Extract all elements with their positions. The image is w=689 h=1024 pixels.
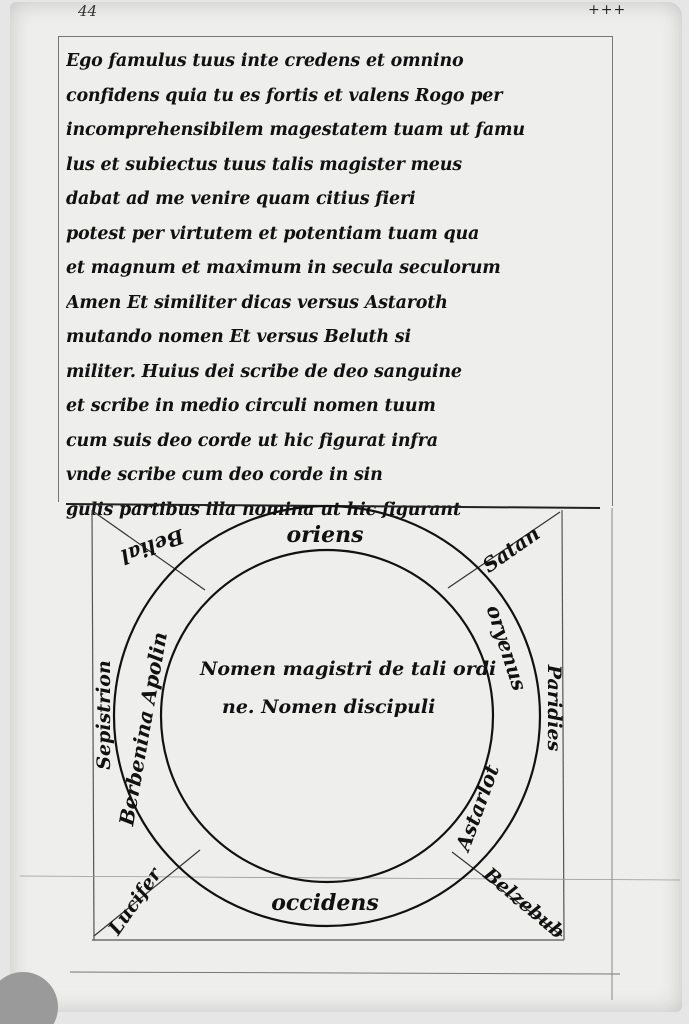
frame-line-left bbox=[91, 509, 95, 941]
text-line: cum suis deo corde ut hic figurat infra bbox=[66, 430, 438, 451]
ring-word-occidens: occidens bbox=[271, 890, 379, 916]
text-line: Ego famulus tuus inte credens et omnino bbox=[66, 51, 464, 71]
outer-circle bbox=[112, 504, 542, 928]
margin-rule-left bbox=[58, 36, 59, 502]
text-line: et magnum et maximum in secula seculorum bbox=[66, 258, 501, 278]
corner-tie-bottom-right bbox=[451, 851, 563, 937]
inner-circle bbox=[159, 548, 495, 884]
corner-mark: +++ bbox=[588, 2, 627, 18]
margin-rule-right bbox=[612, 36, 613, 506]
corner-tie-top-left bbox=[93, 511, 206, 591]
text-line: militer. Huius dei scribe de deo sanguin… bbox=[66, 361, 462, 382]
folio-number: 44 bbox=[78, 2, 98, 20]
text-line: lus et subiectus tuus talis magister meu… bbox=[66, 154, 462, 175]
corner-name-belial: Belial bbox=[117, 524, 188, 569]
corner-tie-bottom-left bbox=[93, 849, 201, 937]
ring-word-lower-right: Astarlot bbox=[450, 761, 504, 856]
text-line: potest per virtutem et potentiam tuam qu… bbox=[66, 223, 480, 244]
corner-name-satan: Satan bbox=[478, 521, 544, 577]
corner-name-sepistrion: Sepistrion bbox=[93, 660, 115, 770]
corner-tie-top-right bbox=[447, 511, 561, 589]
margin-rule-top bbox=[58, 36, 613, 37]
text-line: mutando nomen Et versus Beluth si bbox=[66, 327, 411, 347]
text-line: vnde scribe cum deo corde in sin bbox=[66, 465, 383, 485]
text-line: dabat ad me venire quam citius fieri bbox=[66, 189, 416, 209]
text-line: confidens quia tu es fortis et valens Ro… bbox=[66, 85, 503, 106]
text-line: et scribe in medio circuli nomen tuum bbox=[66, 396, 436, 416]
frame-line-under bbox=[69, 971, 621, 975]
frame-line-right bbox=[561, 509, 565, 941]
corner-name-paridies: Paridies bbox=[543, 664, 565, 752]
corner-name-lucifer: Lucifer bbox=[104, 862, 167, 940]
text-line: incomprehensibilem magestatem tuam ut fa… bbox=[66, 120, 525, 140]
frame-line-mid bbox=[19, 875, 681, 881]
manuscript-text-block: Ego famulus tuus inte credens et omnino … bbox=[66, 44, 606, 527]
ring-word-oriens: oriens bbox=[287, 522, 364, 548]
center-line-2: ne. Nomen discipuli bbox=[222, 696, 435, 718]
center-line-1: Nomen magistri de tali ordi bbox=[199, 658, 496, 680]
text-line: Amen Et similiter dicas versus Astaroth bbox=[66, 292, 448, 313]
corner-name-belzebub: Belzebub bbox=[478, 863, 568, 944]
